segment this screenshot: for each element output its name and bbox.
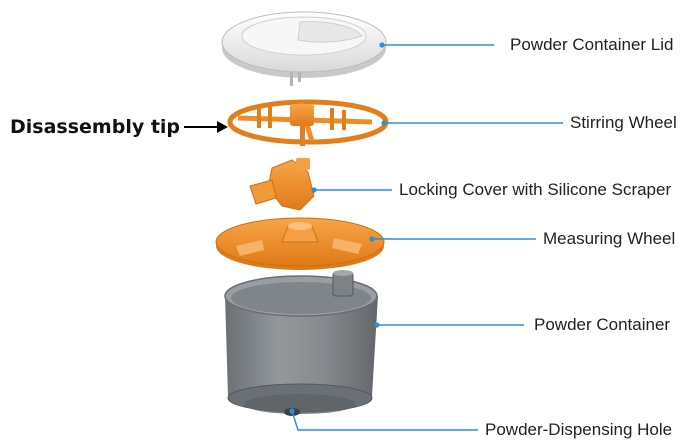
label-powder-container-lid: Powder Container Lid [510,35,674,54]
leader-lines [289,42,563,431]
label-powder-dispensing-hole: Powder-Dispensing Hole [485,420,673,439]
arrow-right-icon [184,121,228,133]
powder-container [224,270,378,414]
measuring-wheel [215,217,385,270]
label-measuring-wheel: Measuring Wheel [543,229,676,248]
label-locking-cover: Locking Cover with Silicone Scraper [399,180,672,199]
locking-cover [249,158,315,211]
powder-container-lid [221,11,387,86]
label-powder-container: Powder Container [534,315,671,334]
stirring-wheel [227,99,389,146]
label-stirring-wheel: Stirring Wheel [570,113,677,132]
disassembly-tip-label: Disassembly tip [10,116,181,138]
